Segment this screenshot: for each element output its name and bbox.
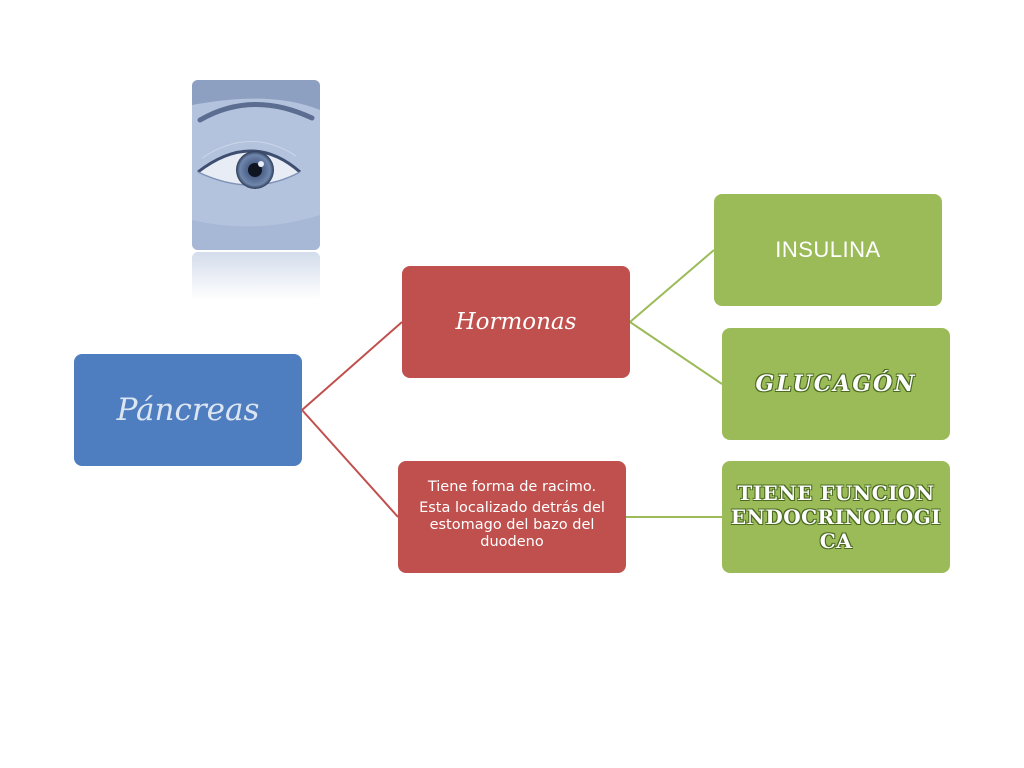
node-racimo-line-1: Tiene forma de racimo. — [427, 479, 597, 495]
node-racimo-line-2: Esta localizado detrás del estomago del … — [419, 500, 605, 550]
node-hormonas: Hormonas — [402, 266, 630, 378]
connector-hormonas-insulina — [629, 249, 715, 323]
node-funcion-label: TIENE FUNCION ENDOCRINOLOGICA — [730, 481, 942, 553]
connector-hormonas-glucagon — [629, 321, 723, 385]
eye-photo-icon — [192, 80, 320, 250]
node-racimo: Tiene forma de racimo. Esta localizado d… — [398, 461, 626, 573]
node-insulina-label: INSULINA — [775, 237, 881, 262]
node-pancreas-label: Páncreas — [116, 392, 260, 428]
node-pancreas: Páncreas — [74, 354, 302, 466]
node-glucagon: GLUCAGÓN — [722, 328, 950, 440]
connector-root-racimo — [301, 409, 399, 518]
connector-root-hormonas — [301, 321, 403, 411]
photo-reflection — [192, 252, 320, 300]
node-funcion-endocrinologica: TIENE FUNCION ENDOCRINOLOGICA — [722, 461, 950, 573]
node-hormonas-label: Hormonas — [455, 309, 577, 335]
node-insulina: INSULINA — [714, 194, 942, 306]
node-glucagon-label: GLUCAGÓN — [755, 371, 917, 397]
